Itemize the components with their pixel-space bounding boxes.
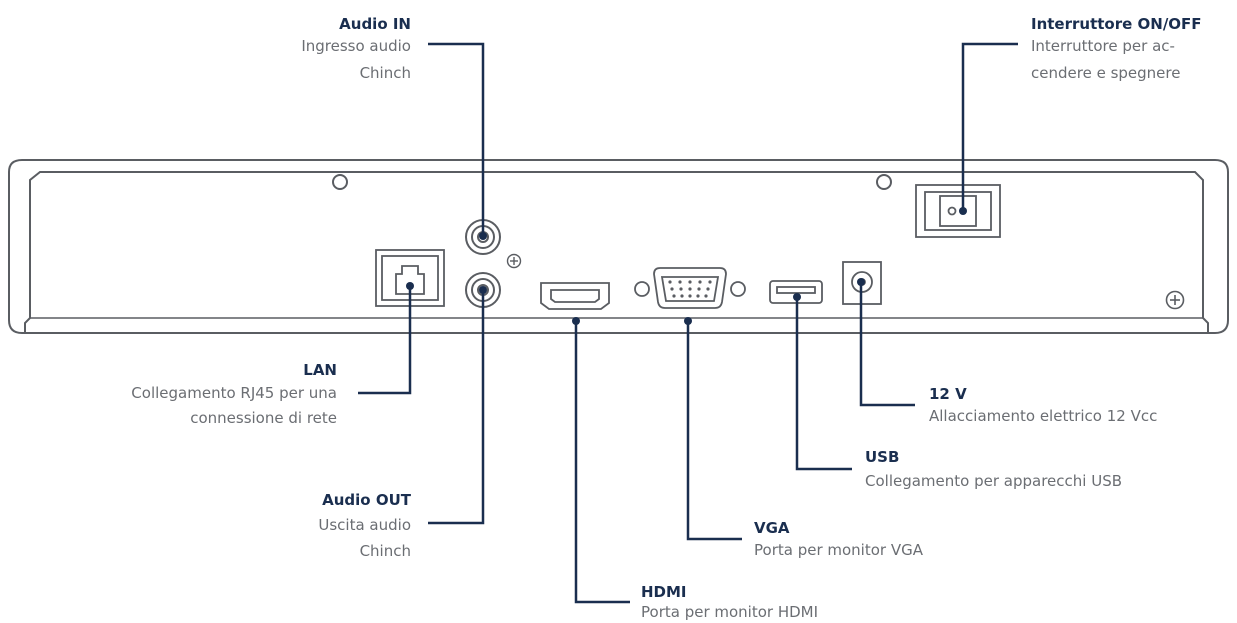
vga-pin — [704, 294, 708, 298]
callout-on-off: Interruttore ON/OFF Interruttore per ac-… — [1031, 15, 1202, 82]
leader-lan — [358, 286, 412, 395]
vga-pin — [696, 294, 700, 298]
callout-audio-in: Audio IN Ingresso audio Chinch — [301, 15, 411, 82]
vga-pin — [708, 280, 712, 284]
callout-audio-out: Audio OUT Uscita audio Chinch — [318, 491, 411, 560]
leader-audio-in — [428, 42, 485, 236]
callout-description-line: Uscita audio — [318, 516, 411, 534]
callout-title: Audio IN — [339, 15, 411, 33]
vga-pin — [688, 287, 692, 291]
ground-mark-icon — [506, 253, 522, 269]
leader-power — [859, 282, 915, 407]
callout-power: 12 V Allacciamento elettrico 12 Vcc — [929, 385, 1157, 425]
device-rear-panel — [8, 159, 1229, 334]
callout-vga: VGA Porta per monitor VGA — [754, 519, 924, 559]
leader-dots — [406, 207, 967, 325]
callout-description-line: Collegamento per apparecchi USB — [865, 472, 1122, 490]
vga-pin — [670, 287, 674, 291]
vga-pin — [688, 294, 692, 298]
callout-title: LAN — [303, 361, 337, 379]
callout-lan: LAN Collegamento RJ45 per una connession… — [131, 361, 337, 427]
callout-description-line: Collegamento RJ45 per una — [131, 384, 337, 402]
hdmi-port-icon — [540, 282, 610, 310]
vga-pin — [680, 294, 684, 298]
vga-pin — [672, 294, 676, 298]
callout-title: USB — [865, 448, 899, 466]
rocker-switch-icon — [915, 184, 1001, 238]
vga-pin — [668, 280, 672, 284]
callout-title: 12 V — [929, 385, 967, 403]
leader-on-off — [961, 42, 1018, 211]
vga-pins — [668, 280, 712, 298]
vga-pin — [697, 287, 701, 291]
leader-audio-out — [428, 290, 485, 525]
callout-title: Audio OUT — [322, 491, 412, 509]
callout-description-line: Ingresso audio — [301, 37, 411, 55]
callout-description-line: Allacciamento elettrico 12 Vcc — [929, 407, 1157, 425]
callout-title: HDMI — [641, 583, 687, 601]
screw-icon — [1165, 290, 1185, 310]
vga-pin — [688, 280, 692, 284]
vga-pin — [706, 287, 710, 291]
callout-description-line: connessione di rete — [190, 409, 337, 427]
leader-usb — [795, 297, 852, 471]
usb-port-icon — [769, 280, 823, 304]
mount-hole-right — [876, 174, 892, 190]
leader-lines — [358, 42, 1018, 604]
leader-hdmi — [574, 321, 630, 604]
callout-description-line: Porta per monitor VGA — [754, 541, 924, 559]
callout-hdmi: HDMI Porta per monitor HDMI — [641, 583, 818, 621]
callout-description-line: cendere e spegnere — [1031, 64, 1180, 82]
vga-pin — [678, 280, 682, 284]
leader-vga — [686, 321, 742, 541]
callout-description-line: Interruttore per ac- — [1031, 37, 1175, 55]
callout-title: Interruttore ON/OFF — [1031, 15, 1202, 33]
callout-description-line: Porta per monitor HDMI — [641, 603, 818, 621]
callout-description-line: Chinch — [360, 542, 411, 560]
mount-hole-left — [332, 174, 348, 190]
vga-pin — [698, 280, 702, 284]
callout-description-line: Chinch — [360, 64, 411, 82]
vga-pin — [679, 287, 683, 291]
callout-usb: USB Collegamento per apparecchi USB — [865, 448, 1122, 490]
callout-title: VGA — [754, 519, 790, 537]
